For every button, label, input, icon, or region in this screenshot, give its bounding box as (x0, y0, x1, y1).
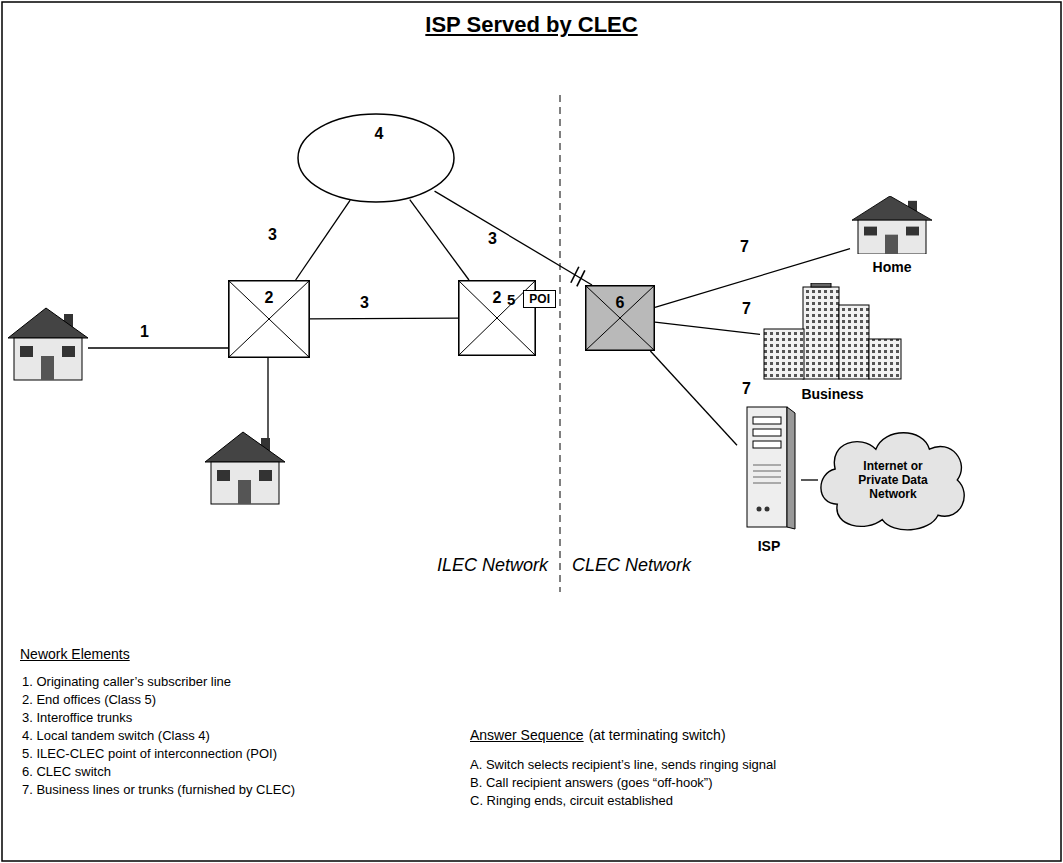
outline-part (229, 281, 309, 357)
outline-part (852, 196, 932, 220)
outline-part (753, 483, 781, 484)
network-cloud: Internet or Private Data Network (818, 425, 968, 535)
switch-number: 6 (616, 294, 625, 312)
roof (8, 308, 88, 338)
outline-part (765, 507, 770, 512)
trunk-line (410, 200, 469, 280)
diagram-title: ISP Served by CLEC (0, 12, 1063, 38)
callout-number: 7 (740, 300, 753, 318)
clec-switch: 6 (585, 285, 655, 351)
switch-number: 2 (265, 289, 274, 307)
trunk-line (650, 351, 737, 445)
outline-part (811, 283, 831, 287)
outline-part (803, 287, 839, 379)
wall (14, 338, 82, 380)
poi-box: 5 POI (507, 290, 579, 308)
icon-label: Business (801, 386, 863, 403)
switch-number: 4 (297, 125, 461, 143)
icon-label: Home (873, 259, 912, 276)
sequence-note: (at terminating switch) (589, 727, 726, 743)
poi-slash (571, 267, 579, 283)
sequence-heading: Answer Sequence (470, 727, 584, 743)
switch-number: 2 (493, 289, 502, 307)
window (20, 346, 33, 357)
window (259, 470, 272, 481)
subscriber-line (88, 347, 228, 348)
callout-number: 7 (740, 380, 753, 398)
region-label: ILEC Network (437, 555, 548, 576)
icon-label: ISP (758, 538, 781, 555)
roof (205, 432, 285, 462)
sequence-step: C. Ringing ends, circuit established (470, 793, 673, 808)
legend-item: 4. Local tandem switch (Class 4) (22, 728, 210, 743)
subscriber-line (267, 358, 268, 449)
wall (211, 462, 279, 504)
tandem-switch: 4 (297, 113, 461, 203)
trunk-line (296, 200, 351, 280)
outline-part (753, 477, 781, 478)
window (217, 470, 230, 481)
home-icon-outline (852, 196, 932, 254)
callout-number: 5 (507, 291, 515, 308)
poi-slash (577, 270, 585, 286)
business-icon-outline (763, 283, 903, 381)
end-office-switch: 2 (228, 280, 310, 358)
outline-part (757, 507, 762, 512)
legend-item: 3. Interoffice trunks (22, 710, 132, 725)
sequence-step: B. Call recipient answers (goes “off-hoo… (470, 775, 713, 790)
house-icon (205, 432, 285, 504)
outline-part (858, 220, 926, 254)
trunk-line (435, 191, 592, 285)
business-icon: Business (760, 283, 905, 403)
isp-server-outline (739, 405, 799, 531)
poi-label: POI (523, 290, 556, 308)
cloud-label: Internet or Private Data Network (846, 459, 940, 501)
outline-part (864, 227, 877, 236)
outline-part (229, 281, 309, 357)
outline-part (747, 407, 787, 527)
trunk-line (801, 479, 818, 480)
legend-item: 7. Business lines or trunks (furnished b… (22, 782, 295, 797)
legend-item: 5. ILEC-CLEC point of interconnection (P… (22, 746, 277, 761)
outline-part (753, 471, 781, 472)
callout-number: 3 (358, 294, 371, 312)
callout-number: 7 (738, 238, 751, 256)
outline-part (229, 281, 309, 357)
outline-part (839, 305, 869, 379)
outline-part (885, 235, 898, 254)
outline-part (906, 227, 919, 236)
door (238, 480, 251, 504)
outline-part (586, 286, 655, 351)
callout-number: 3 (486, 230, 499, 248)
outline-part (753, 465, 781, 466)
legend-heading: Nework Elements (20, 646, 130, 662)
outline-part (869, 339, 901, 379)
outline-part (821, 433, 964, 530)
outline-part (753, 429, 781, 436)
window (62, 346, 75, 357)
legend-item: 6. CLEC switch (22, 764, 111, 779)
trunk-line (310, 318, 458, 320)
outline-part (753, 417, 781, 424)
callout-number: 1 (140, 323, 149, 341)
house-icon (8, 308, 88, 380)
legend-item: 1. Originating caller’s subscriber line (22, 674, 231, 689)
legend-item: 2. End offices (Class 5) (22, 692, 156, 707)
outline-part (764, 329, 804, 379)
outline-part (787, 407, 795, 529)
region-label: CLEC Network (572, 555, 691, 576)
isp-server: ISP (737, 405, 801, 555)
home-icon: Home (850, 196, 934, 276)
callout-number: 3 (266, 226, 279, 244)
outline-part (586, 286, 655, 351)
sequence-step: A. Switch selects recipient’s line, send… (470, 757, 776, 772)
network-divider (560, 95, 561, 592)
door (41, 356, 54, 380)
trunk-line (655, 322, 760, 334)
outline-part (753, 441, 781, 448)
outline-part (586, 286, 655, 351)
